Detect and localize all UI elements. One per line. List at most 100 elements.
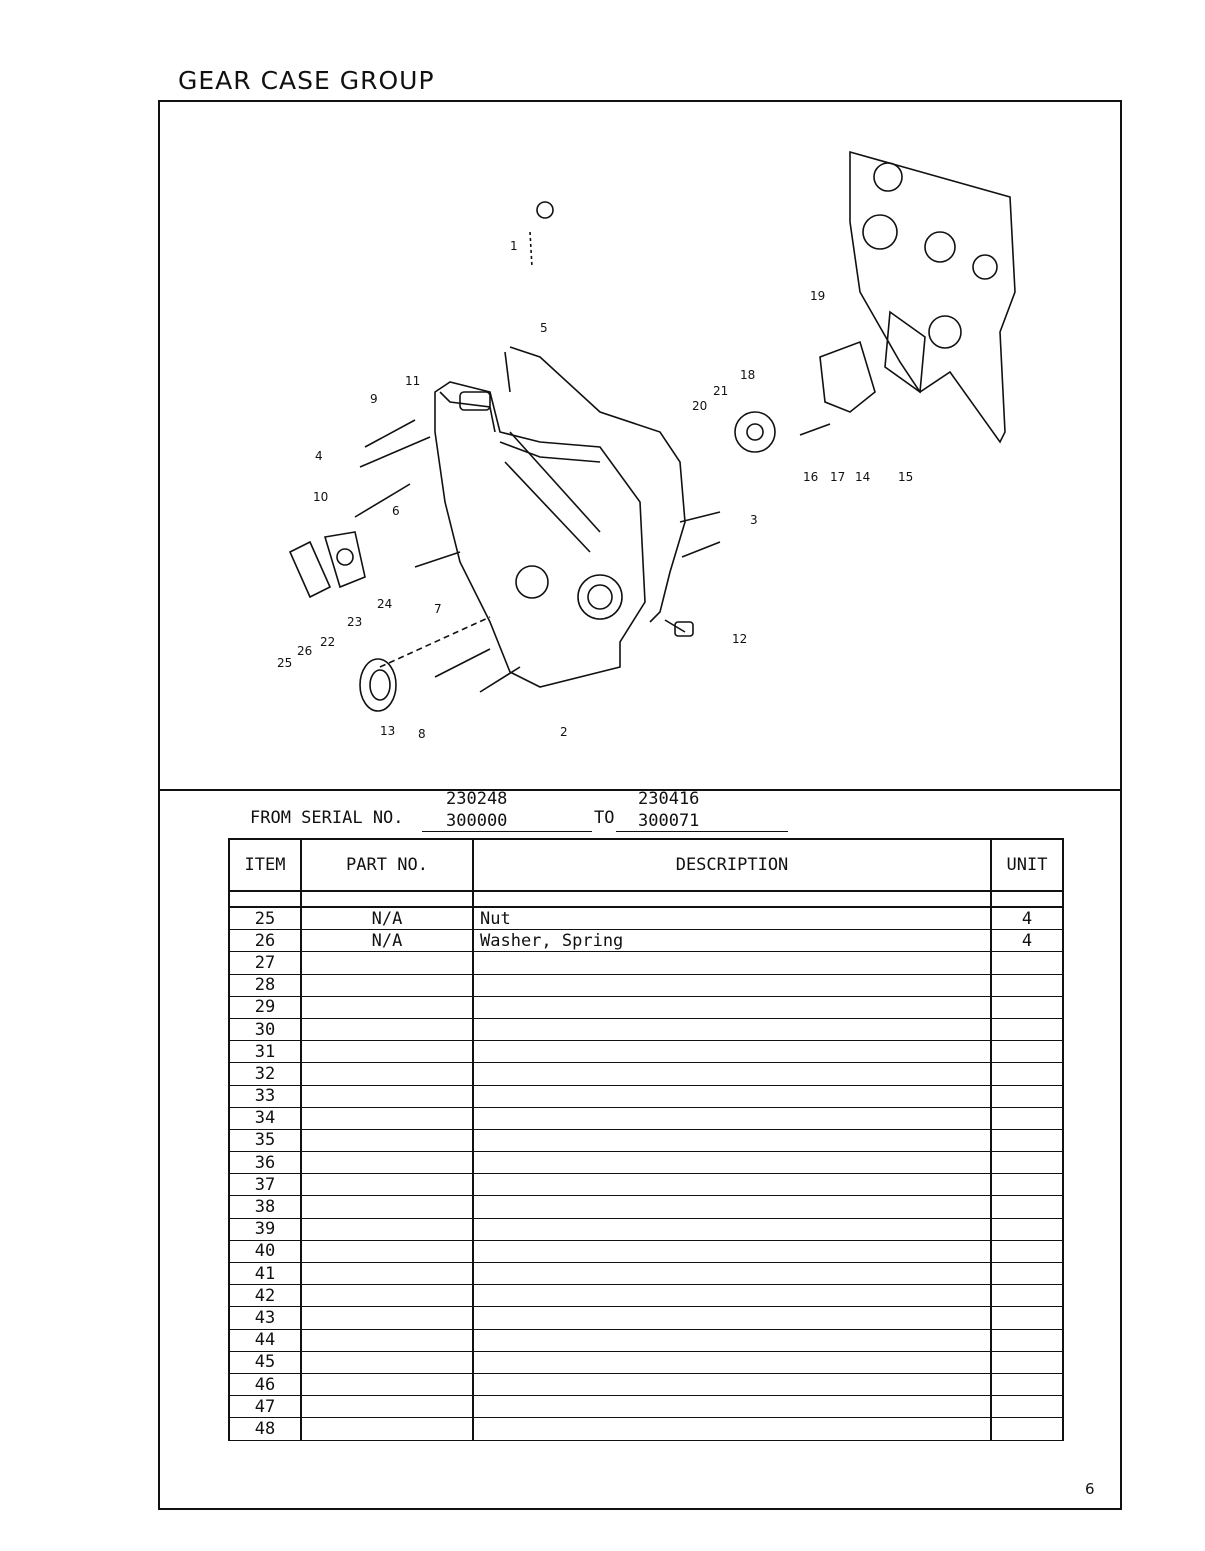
callout-6: 6 (392, 504, 400, 518)
callout-5: 5 (540, 321, 548, 335)
drawing-frame: 1 2 3 4 5 6 7 8 9 10 11 12 13 14 15 16 1… (158, 100, 1122, 1510)
from-serial-bottom: 300000 (446, 811, 508, 831)
row-description (472, 951, 992, 975)
callout-12: 12 (732, 632, 747, 646)
row-item: 33 (228, 1085, 302, 1108)
header-item: ITEM (228, 838, 302, 892)
callout-10: 10 (313, 490, 328, 504)
row-part-no (300, 1218, 474, 1241)
row-item: 37 (228, 1173, 302, 1197)
row-item: 25 (228, 907, 302, 931)
row-description (472, 1151, 992, 1175)
header-part-no: PART NO. (300, 838, 474, 892)
row-description (472, 1417, 992, 1441)
row-description: Nut (472, 907, 992, 931)
row-part-no (300, 1062, 474, 1086)
row-description (472, 1195, 992, 1219)
row-unit (990, 1151, 1064, 1175)
row-description (472, 1173, 992, 1197)
row-part-no (300, 1040, 474, 1064)
row-description (472, 1373, 992, 1397)
row-description (472, 996, 992, 1019)
row-item: 30 (228, 1018, 302, 1042)
row-part-no (300, 1329, 474, 1352)
row-unit (990, 1173, 1064, 1197)
callout-19: 19 (810, 289, 825, 303)
row-item: 48 (228, 1417, 302, 1441)
callout-7: 7 (434, 602, 442, 616)
table-row: 41 (228, 1262, 1064, 1286)
row-unit (990, 1306, 1064, 1330)
from-serial-underline (422, 831, 592, 832)
table-row: 46 (228, 1373, 1064, 1397)
callout-2: 2 (560, 725, 568, 739)
callout-14: 14 (855, 470, 870, 484)
row-item: 43 (228, 1306, 302, 1330)
row-unit (990, 951, 1064, 975)
callout-15: 15 (898, 470, 913, 484)
table-row: 28 (228, 974, 1064, 997)
row-item: 47 (228, 1395, 302, 1419)
row-unit (990, 1373, 1064, 1397)
callout-9: 9 (370, 392, 378, 406)
row-part-no (300, 1306, 474, 1330)
callout-26: 26 (297, 644, 312, 658)
header-description: DESCRIPTION (472, 838, 992, 892)
callout-1: 1 (510, 239, 518, 253)
from-serial-top: 230248 (446, 789, 508, 809)
callout-24: 24 (377, 597, 392, 611)
page-title: GEAR CASE GROUP (178, 66, 435, 95)
callout-23: 23 (347, 615, 362, 629)
row-unit (990, 1129, 1064, 1153)
table-row: 42 (228, 1284, 1064, 1308)
row-item: 44 (228, 1329, 302, 1352)
to-serial-top: 230416 (638, 789, 700, 809)
row-unit (990, 1062, 1064, 1086)
callout-4: 4 (315, 449, 323, 463)
row-description (472, 1306, 992, 1330)
table-row: 48 (228, 1417, 1064, 1441)
table-row: 31 (228, 1040, 1064, 1064)
row-unit (990, 1417, 1064, 1441)
from-serial-label: FROM SERIAL NO. (250, 808, 404, 828)
row-part-no (300, 951, 474, 975)
table-row: 34 (228, 1107, 1064, 1130)
exploded-parts-diagram: 1 2 3 4 5 6 7 8 9 10 11 12 13 14 15 16 1… (277, 150, 1016, 741)
row-item: 31 (228, 1040, 302, 1064)
to-serial-underline (616, 831, 788, 832)
row-part-no (300, 1107, 474, 1130)
row-description (472, 1062, 992, 1086)
row-item: 32 (228, 1062, 302, 1086)
row-item: 45 (228, 1351, 302, 1374)
diagram-callouts: 1 2 3 4 5 6 7 8 9 10 11 12 13 14 15 16 1… (277, 239, 913, 741)
row-description (472, 1240, 992, 1264)
table-row: 32 (228, 1062, 1064, 1086)
callout-11: 11 (405, 374, 420, 388)
callout-20: 20 (692, 399, 707, 413)
row-description (472, 1329, 992, 1352)
row-item: 40 (228, 1240, 302, 1264)
row-description (472, 1040, 992, 1064)
row-part-no (300, 1085, 474, 1108)
table-row: 33 (228, 1085, 1064, 1108)
row-unit: 4 (990, 907, 1064, 931)
row-unit (990, 1395, 1064, 1419)
row-description (472, 1262, 992, 1286)
row-description (472, 1018, 992, 1042)
row-part-no (300, 1373, 474, 1397)
row-description (472, 1218, 992, 1241)
table-row: 45 (228, 1351, 1064, 1374)
row-part-no: N/A (300, 907, 474, 931)
row-unit (990, 1107, 1064, 1130)
table-row: 30 (228, 1018, 1064, 1042)
table-row: 35 (228, 1129, 1064, 1153)
row-part-no (300, 1018, 474, 1042)
table-header-row: ITEM PART NO. DESCRIPTION UNIT (228, 838, 1064, 892)
row-unit (990, 1329, 1064, 1352)
row-part-no (300, 1173, 474, 1197)
table-row: 37 (228, 1173, 1064, 1197)
row-description (472, 1395, 992, 1419)
callout-13: 13 (380, 724, 395, 738)
row-description: Washer, Spring (472, 929, 992, 953)
row-item: 35 (228, 1129, 302, 1153)
